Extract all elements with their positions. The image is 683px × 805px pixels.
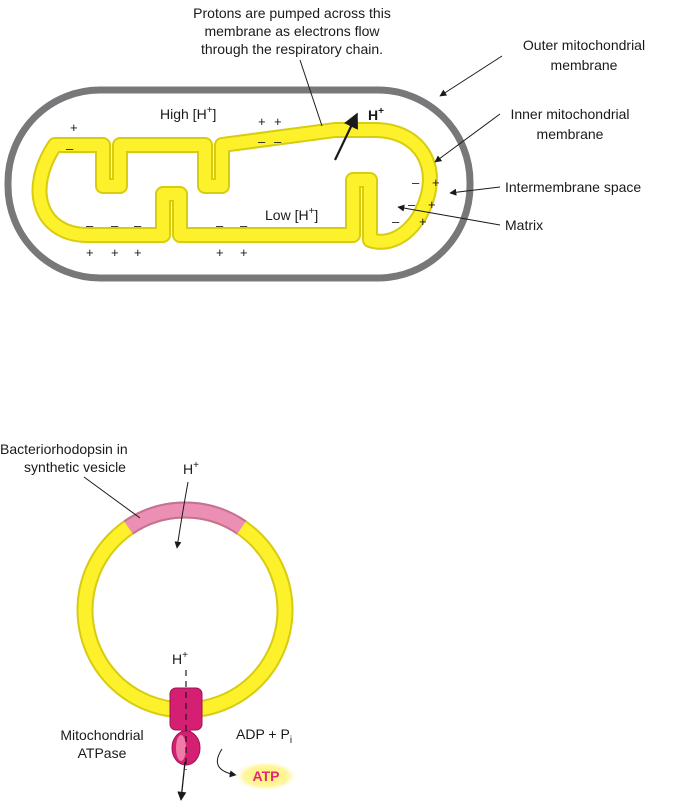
synthetic-vesicle-diagram: H+ H+ ADP + Pi ATP Bacteriorhodopsin in … [0, 441, 298, 801]
atpase-proton-label: H+ [172, 650, 188, 667]
plus-sign: + [134, 245, 142, 260]
inner-mitochondrial-membrane [33, 124, 436, 248]
atp-label: ATP [253, 768, 280, 784]
outer-membrane-pointer [439, 55, 503, 97]
intermembrane-space-pointer [449, 186, 501, 196]
svg-text:ATPase: ATPase [78, 745, 127, 761]
svg-text:Outer mitochondrial: Outer mitochondrial [523, 37, 645, 53]
bacteriorhodopsin-pointer [83, 476, 141, 519]
minus-sign: – [134, 218, 142, 233]
svg-text:Bacteriorhodopsin in: Bacteriorhodopsin in [0, 441, 128, 457]
svg-text:membrane: membrane [551, 57, 618, 73]
bacteriorhodopsin-label: Bacteriorhodopsin in synthetic vesicle [0, 441, 141, 519]
pumped-proton-label: H+ [368, 106, 384, 123]
mitochondrion: H+ High [H+] Low [H+] + + + + + + + + + … [4, 86, 474, 282]
plus-sign: + [111, 245, 119, 260]
minus-sign: – [111, 218, 119, 233]
minus-sign: – [274, 134, 282, 149]
vesicle-proton-label: H+ [183, 460, 199, 477]
plus-sign: + [258, 114, 266, 129]
proton-influx-arrow [174, 481, 189, 549]
inner-membrane-pointer [434, 113, 501, 163]
positive-charges: + + + + + + + + + + + [70, 114, 440, 260]
svg-text:membrane as electrons flow: membrane as electrons flow [204, 23, 380, 39]
svg-text:synthetic vesicle: synthetic vesicle [24, 459, 126, 475]
plus-sign: + [432, 175, 440, 190]
bacteriorhodopsin-fill [124, 503, 246, 533]
plus-sign: + [274, 114, 282, 129]
negative-charges: – – – – – – – – – – – [66, 134, 420, 233]
adp-pi-label: ADP + Pi [236, 726, 292, 746]
outer-mitochondrial-membrane [4, 86, 474, 282]
minus-sign: – [412, 175, 420, 190]
plus-sign: + [240, 245, 248, 260]
svg-text:Matrix: Matrix [505, 217, 543, 233]
matrix-pointer [397, 204, 501, 226]
svg-text:membrane: membrane [537, 126, 604, 142]
caption-pointer [299, 59, 323, 127]
outer-membrane-label: Outer mitochondrial membrane [439, 37, 645, 97]
proton-pump-arrow [334, 112, 358, 161]
svg-text:Mitochondrial: Mitochondrial [60, 727, 143, 743]
plus-sign: + [216, 245, 224, 260]
proton-efflux-arrow [177, 761, 187, 801]
plus-sign: + [70, 120, 78, 135]
plus-sign: + [419, 214, 427, 229]
synthetic-vesicle-membrane [78, 503, 292, 717]
plus-sign: + [428, 197, 436, 212]
respiratory-chain-caption: Protons are pumped across this membrane … [193, 5, 391, 127]
minus-sign: – [392, 214, 400, 229]
minus-sign: – [408, 197, 416, 212]
high-proton-label: High [H+] [160, 105, 216, 122]
atp-glow [234, 761, 298, 791]
inner-membrane-label: Inner mitochondrial membrane [434, 106, 630, 163]
minus-sign: – [86, 218, 94, 233]
svg-text:Protons are pumped across this: Protons are pumped across this [193, 5, 391, 21]
minus-sign: – [66, 141, 74, 156]
svg-text:Intermembrane space: Intermembrane space [505, 179, 641, 195]
plus-sign: + [86, 245, 94, 260]
minus-sign: – [240, 218, 248, 233]
minus-sign: – [216, 218, 224, 233]
atpase-f1-highlight [176, 735, 186, 761]
intermembrane-space-label: Intermembrane space [449, 179, 641, 196]
matrix-label: Matrix [397, 204, 543, 233]
svg-text:through the respiratory chain.: through the respiratory chain. [201, 41, 383, 57]
low-proton-label: Low [H+] [265, 206, 318, 223]
atpase-label: Mitochondrial ATPase [60, 727, 143, 761]
svg-text:Inner mitochondrial: Inner mitochondrial [510, 106, 629, 122]
minus-sign: – [258, 134, 266, 149]
synthesis-arrow [216, 748, 237, 778]
